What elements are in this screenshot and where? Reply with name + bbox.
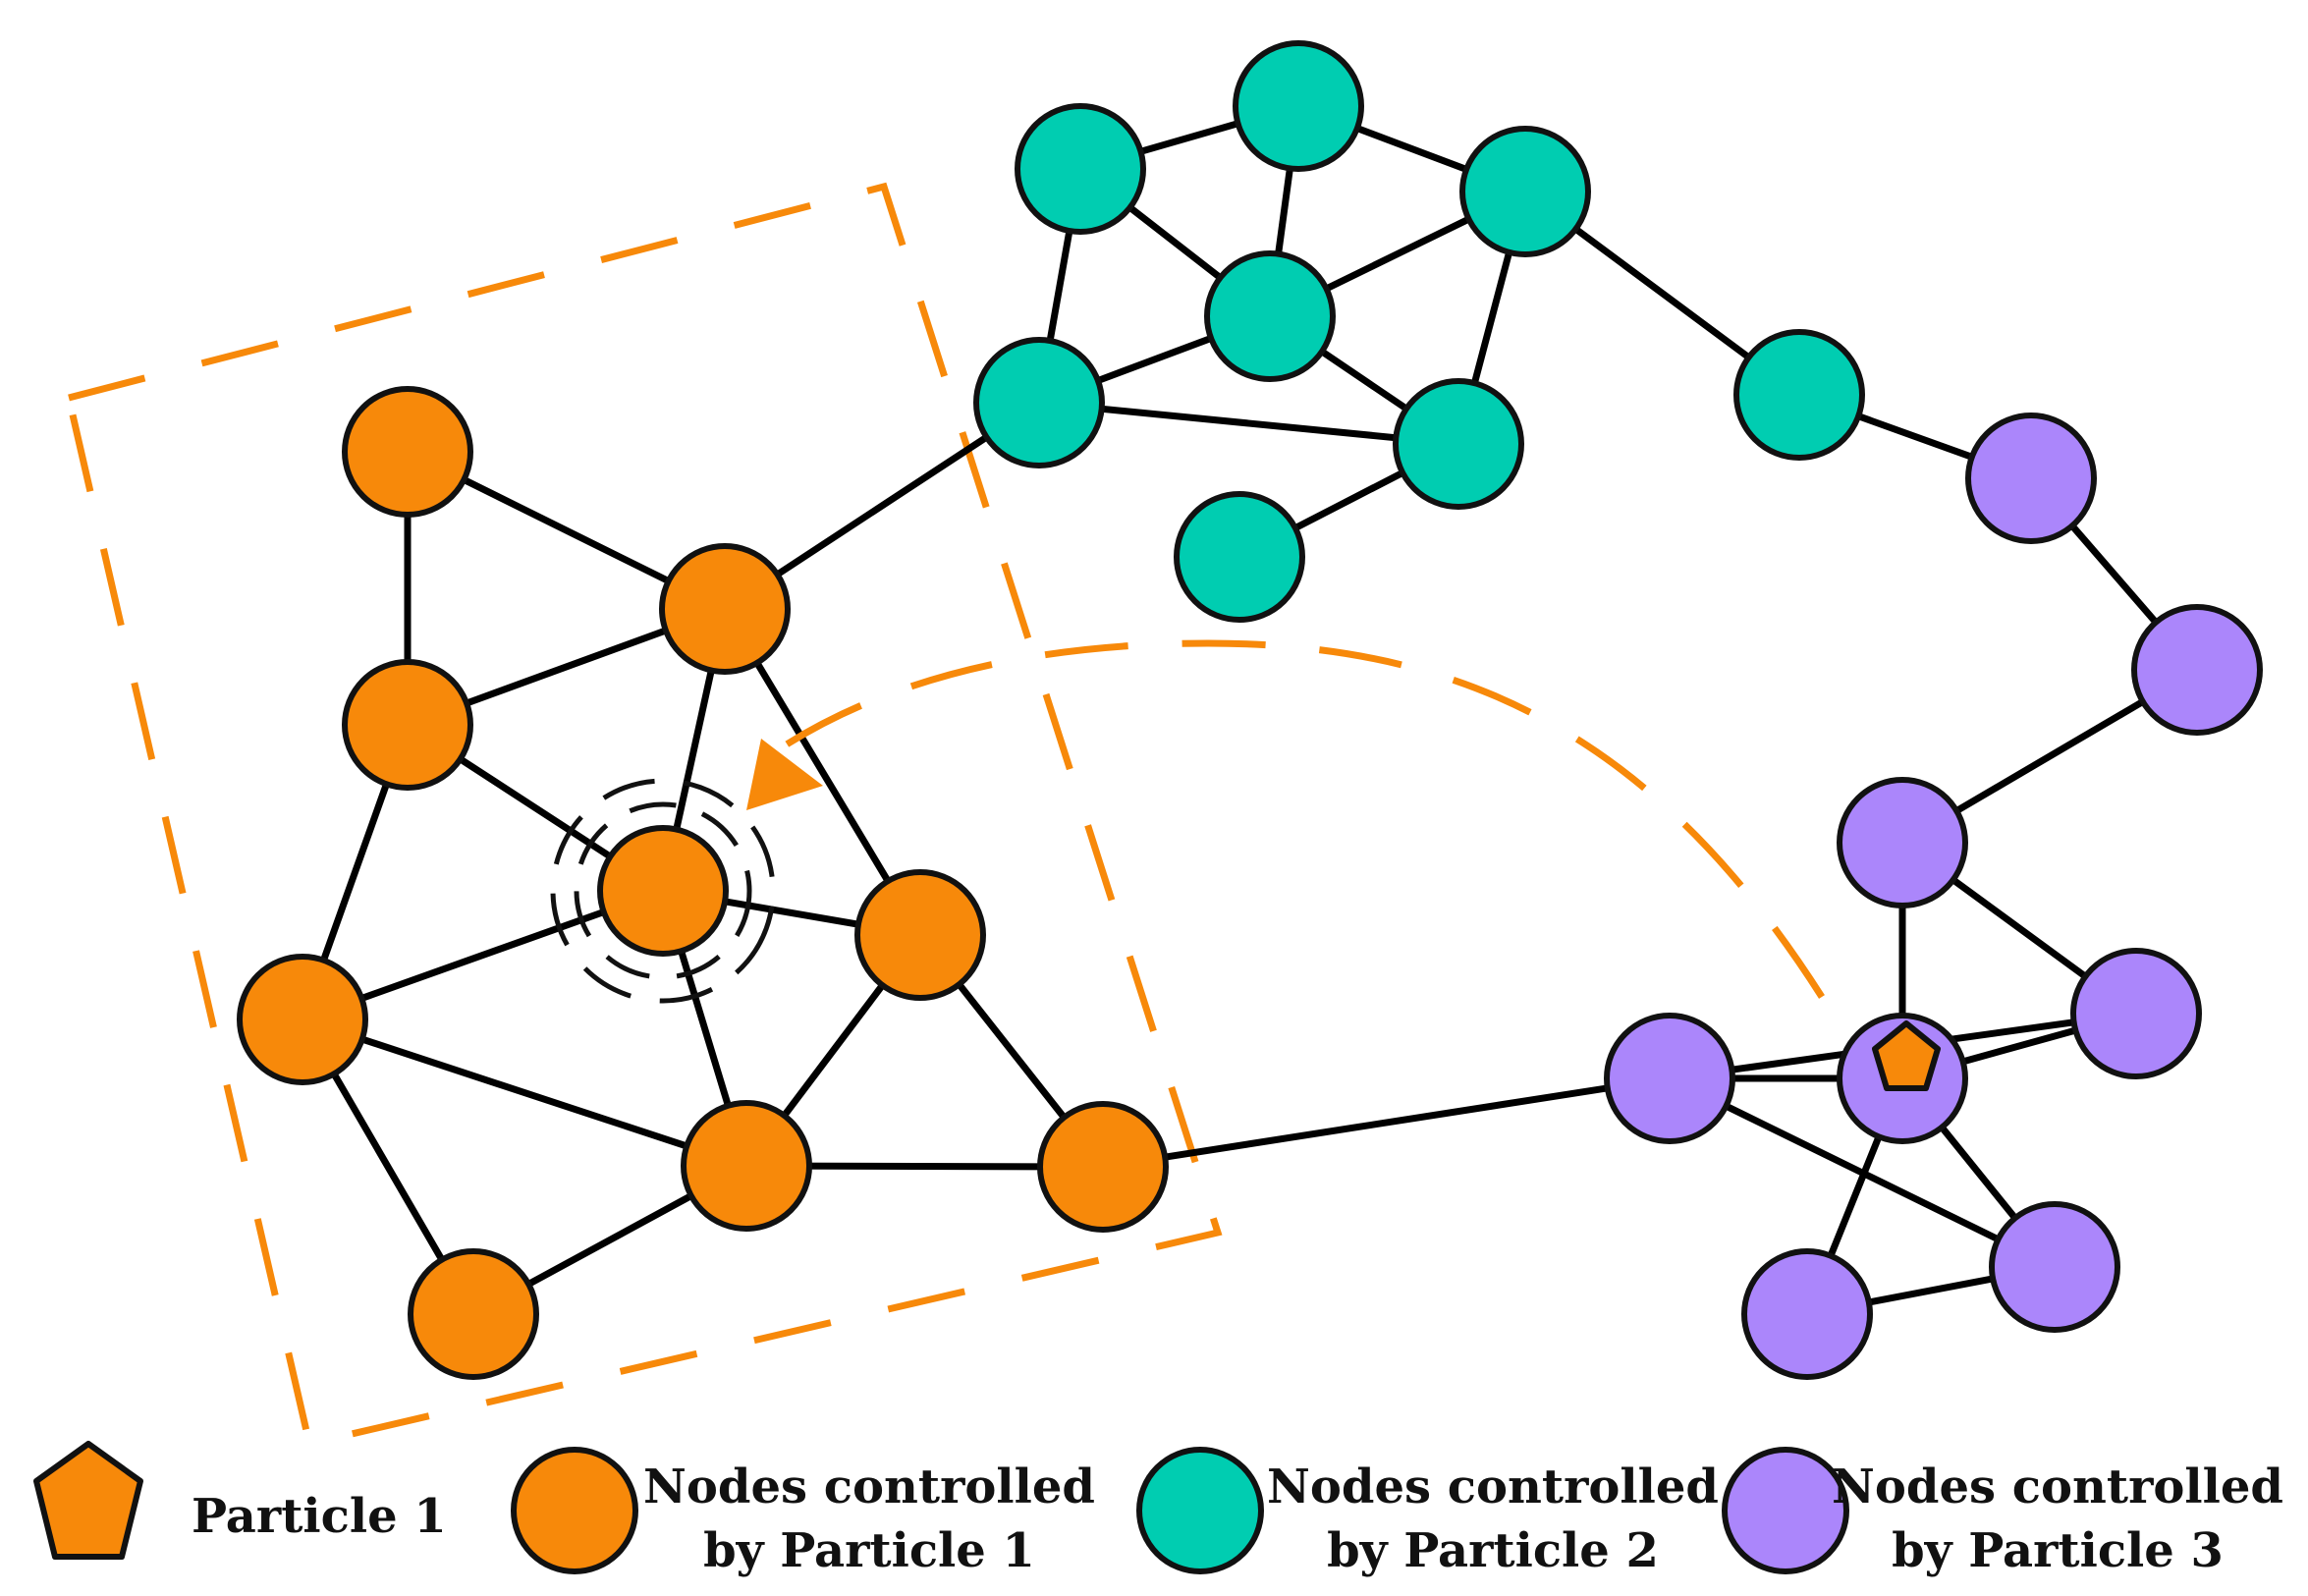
graph-nodes (237, 40, 2263, 1380)
node-o6-particle1 (854, 869, 986, 1001)
node-o2-particle1 (342, 659, 473, 791)
node-p3-particle3 (2131, 604, 2263, 736)
node-p4-particle3 (1837, 777, 1968, 908)
legend-group3-icon (1722, 1447, 1849, 1574)
node-o8-particle1 (408, 1248, 539, 1380)
legend-group3-label-line2: by Particle 3 (1892, 1523, 2224, 1578)
node-p7-particle3 (1989, 1201, 2120, 1333)
node-t6-particle2 (1393, 378, 1524, 510)
node-t7-particle2 (1174, 491, 1305, 623)
node-o5-particle1 (237, 954, 368, 1085)
node-o9-particle1 (1037, 1101, 1169, 1233)
legend-particle-label: Particle 1 (192, 1489, 447, 1544)
target-ring-inner (574, 801, 752, 980)
node-t2-particle2 (1015, 103, 1146, 235)
edge-o5-o7 (301, 1016, 748, 1170)
node-p1-particle3 (1604, 1013, 1735, 1144)
node-t8-particle2 (1733, 329, 1865, 461)
node-o1-particle1 (342, 386, 473, 518)
legend-group2-label-line1: Nodes controlled (1267, 1459, 1719, 1514)
particle1-pentagon (1872, 1020, 1941, 1091)
node-p5-particle3 (2070, 948, 2202, 1079)
node-t1-particle2 (973, 337, 1105, 468)
legend: Particle 1 Nodes controlled by Particle … (33, 1441, 2283, 1578)
node-t4-particle2 (1233, 40, 1364, 172)
legend-group3-label-line1: Nodes controlled (1832, 1459, 2283, 1514)
edge-o9-p1 (1102, 1074, 1671, 1171)
legend-group2-label-line2: by Particle 2 (1327, 1523, 1659, 1578)
legend-group2-icon (1136, 1447, 1264, 1574)
node-o7-particle1 (681, 1100, 812, 1232)
legend-group1-icon (511, 1447, 638, 1574)
migration-arrowhead (746, 739, 823, 810)
legend-particle-icon (33, 1441, 143, 1560)
edge-t1-t6 (1038, 399, 1459, 448)
node-t5-particle2 (1459, 126, 1591, 257)
node-t3-particle2 (1204, 250, 1336, 382)
legend-group1-label-line1: Nodes controlled (643, 1459, 1095, 1514)
target-ring-outer (550, 778, 776, 1004)
node-o3-particle1 (659, 543, 791, 675)
node-p8-particle3 (1741, 1248, 1873, 1380)
edge-p1-p7 (1668, 1074, 2057, 1271)
particle1-region-outline (64, 182, 1223, 1449)
node-o4-particle1 (597, 825, 729, 957)
legend-group1-label-line2: by Particle 1 (703, 1523, 1035, 1578)
node-p2-particle3 (1965, 413, 2097, 544)
